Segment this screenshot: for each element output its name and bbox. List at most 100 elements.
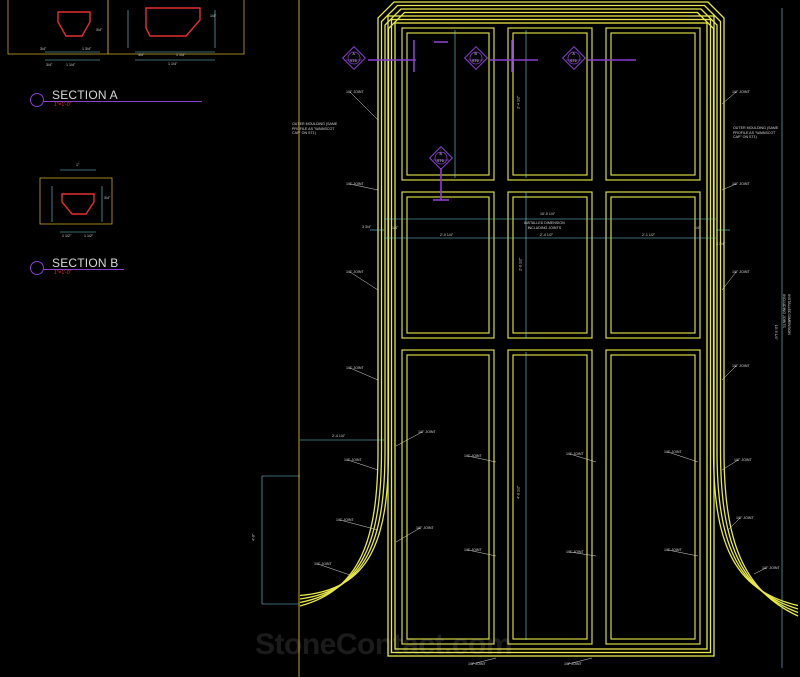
detail-dim: 3/4" xyxy=(40,47,47,51)
dim-mid-panel: 2'-0 1/2" xyxy=(518,257,523,271)
detail-dim: 3/4" xyxy=(46,63,53,67)
left-arch-line xyxy=(299,449,386,600)
detail-dim: 1" xyxy=(76,163,80,167)
frame-moulding-line xyxy=(380,4,722,450)
panel-inner-outline xyxy=(512,32,588,176)
panel-inner-outline xyxy=(512,354,588,640)
joint-label: 1/8" JOINT xyxy=(732,182,750,186)
joint-label: 1/8" JOINT xyxy=(346,90,364,94)
frame-inner-line xyxy=(387,15,715,657)
joint-leader xyxy=(569,453,597,463)
detail-dim: 1 1/4" xyxy=(66,63,76,67)
section-tag-sheet: ST6 xyxy=(472,59,479,63)
right-arch-line xyxy=(719,449,799,614)
panel-inner-outline xyxy=(512,196,588,334)
joint-leader xyxy=(667,549,699,557)
panel-inner-outline xyxy=(610,196,696,334)
right-arch-line xyxy=(712,449,799,607)
dim-right-margin: 3 3/4" xyxy=(716,242,726,246)
dim-left-margin: 3 3/4" xyxy=(362,225,372,229)
detail-dim: 1 1/4" xyxy=(176,53,186,57)
detail-dim: 1 1/4" xyxy=(168,62,178,66)
dim-overall-height-note: INSTALLED DIMENSION INCLUDING JOINTS xyxy=(782,294,791,335)
joint-leader xyxy=(339,519,379,531)
section-tag-letter: B xyxy=(439,152,442,156)
section-tag-circle xyxy=(434,151,448,165)
joint-label: 1/8" JOINT xyxy=(566,452,584,456)
panel-inner-outline xyxy=(406,196,490,334)
joint-leader xyxy=(721,271,737,291)
dim-overall-width: 10'-0 1/4" xyxy=(540,212,556,216)
dim-bottom-panel: 4'-0 1/2" xyxy=(516,485,521,499)
right-arch-line xyxy=(723,449,799,617)
section-tag-circle xyxy=(469,51,483,65)
frame-inner-line xyxy=(390,18,712,654)
panel-outline xyxy=(605,349,701,645)
joint-leader xyxy=(569,551,597,557)
joint-label: 1/8" JOINT xyxy=(418,430,436,434)
section-tag-diamond xyxy=(561,45,587,71)
joint-label: 1/8" JOINT xyxy=(732,270,750,274)
panel-outline xyxy=(507,349,593,645)
detail-dim: 1 1/2" xyxy=(62,234,72,238)
joint-leader xyxy=(349,367,379,381)
section-tag-letter: A xyxy=(572,52,575,56)
dim-overall-height: 10'-9 1/4" xyxy=(773,324,778,340)
dim-top-panel: 2'-4 1/2" xyxy=(516,95,521,109)
section-b-scale: 1"=1'-0" xyxy=(54,270,72,276)
joint-leader xyxy=(395,527,421,543)
joint-label: 1/8" JOINT xyxy=(736,516,754,520)
section-tag-diamond xyxy=(341,45,367,71)
dim-arc-width: 2'-4 1/4" xyxy=(332,434,346,438)
left-arch-line xyxy=(299,449,379,607)
section-a-bubble xyxy=(30,93,44,107)
joint-label: 1/8" JOINT xyxy=(734,458,752,462)
joint-leader xyxy=(667,451,699,463)
detail-dim: 1 1/2" xyxy=(84,234,94,238)
arched-base xyxy=(299,449,799,617)
joint-label: 1/8" JOINT xyxy=(346,270,364,274)
dim-arc-height: 4'-0" xyxy=(251,533,256,541)
joint-label: 1/8" JOINT xyxy=(464,548,482,552)
joint-label: 1/8" JOINT xyxy=(314,562,332,566)
joint-label: 1/8" JOINT xyxy=(464,454,482,458)
joint-leader xyxy=(467,549,497,557)
joint-leader xyxy=(349,91,379,121)
joint-leaders xyxy=(317,91,767,665)
section-b-title: SECTION B xyxy=(52,256,119,270)
section-tag-letter: B xyxy=(474,52,477,56)
section-a-scale: 1"=1'-0" xyxy=(54,102,72,108)
section-tag-sheet: ST6 xyxy=(350,59,357,63)
note-right-moulding: OUTER MOULDING (SAME PROFILE AS "WAINSCO… xyxy=(733,126,779,140)
panel-outline xyxy=(401,349,495,645)
joint-leader xyxy=(395,431,423,447)
detail-dim: 3/4" xyxy=(104,196,111,200)
frame-inner-line xyxy=(394,22,708,650)
section-a-title: SECTION A xyxy=(52,88,118,102)
joint-leader xyxy=(727,517,741,531)
joint-label: 1/8" JOINT xyxy=(344,458,362,462)
frame-moulding-line xyxy=(384,8,718,450)
section-b-bubble xyxy=(30,261,44,275)
section-tag-sheet: ST6 xyxy=(437,159,444,163)
joint-leader xyxy=(317,563,351,576)
section-tag-diamond xyxy=(428,145,454,171)
joint-leader xyxy=(721,91,737,105)
panel-outline xyxy=(605,27,701,181)
section-tag-letter: A xyxy=(352,52,355,56)
right-arch-line xyxy=(716,449,799,610)
panel-inner-outline xyxy=(610,32,696,176)
dim-small-left: 1/4" xyxy=(392,226,399,230)
detail-dim: 1 3/4" xyxy=(82,47,92,51)
joint-label: 1/8" JOINT xyxy=(468,662,486,666)
section-a-underline xyxy=(44,101,202,102)
joint-leader xyxy=(753,567,767,575)
panel-inner-outline xyxy=(406,354,490,640)
dimension-lines xyxy=(261,8,783,668)
section-tag-circle xyxy=(347,51,361,65)
joint-label: 1/8" JOINT xyxy=(566,550,584,554)
panel-outline xyxy=(507,191,593,339)
panel-inner-outline xyxy=(610,354,696,640)
panel-grid xyxy=(401,27,701,645)
